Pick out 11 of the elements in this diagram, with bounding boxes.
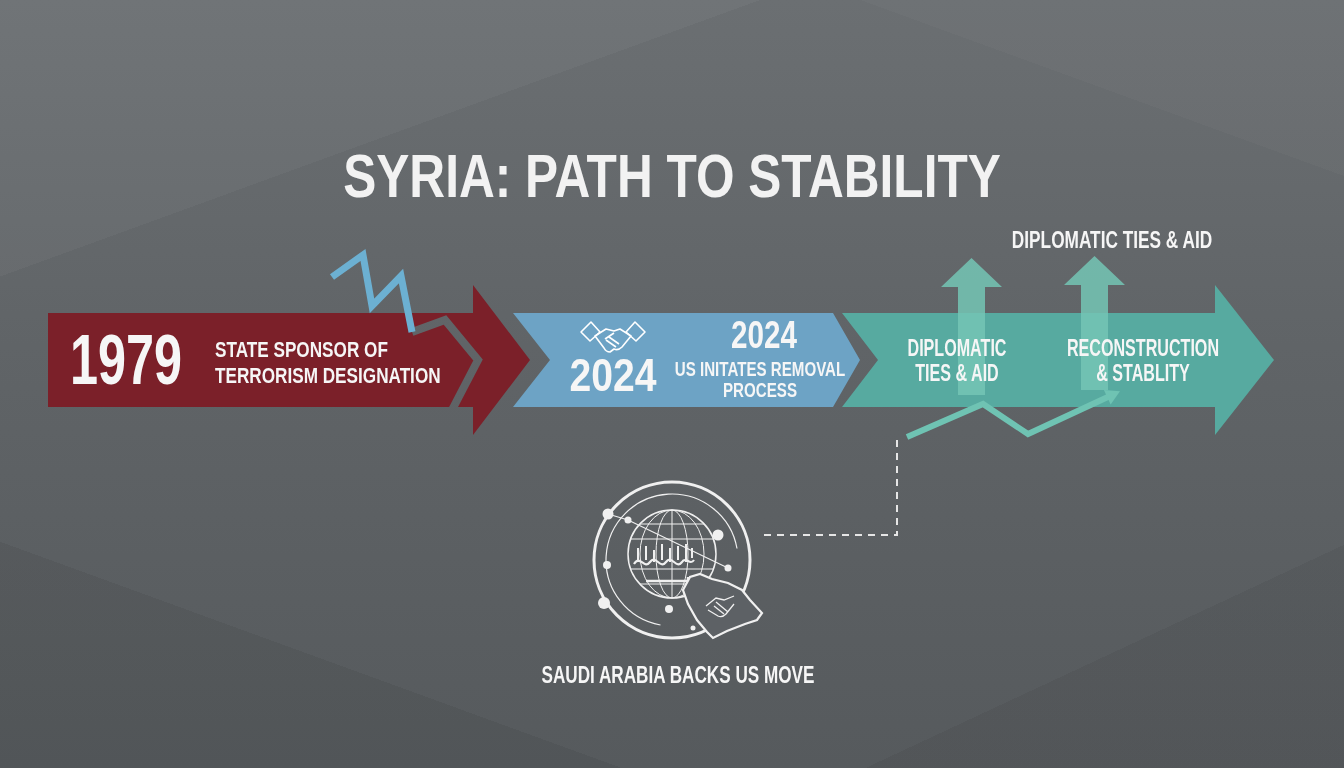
year-heading: 2024: [730, 315, 798, 354]
event-text: US INITATES REMOVAL PROCESS: [673, 358, 847, 400]
milestone-text: DIPLOMATIC TIES & AID: [906, 336, 1008, 386]
milestone-text: RECONSTRUCTION & STABLITY: [1065, 336, 1221, 386]
chevron-banner: [513, 313, 860, 407]
year-label: 1979: [70, 325, 184, 395]
year-label: 2024: [568, 352, 658, 398]
event-text: STATE SPONSOR OF TERRORISM DESIGNATION: [215, 337, 442, 389]
caption-text: SAUDI ARABIA BACKS US MOVE: [540, 664, 816, 687]
annotation-text: DIPLOMATIC TIES & AID: [1010, 229, 1214, 252]
title: SYRIA: PATH TO STABILITY: [342, 145, 1002, 207]
